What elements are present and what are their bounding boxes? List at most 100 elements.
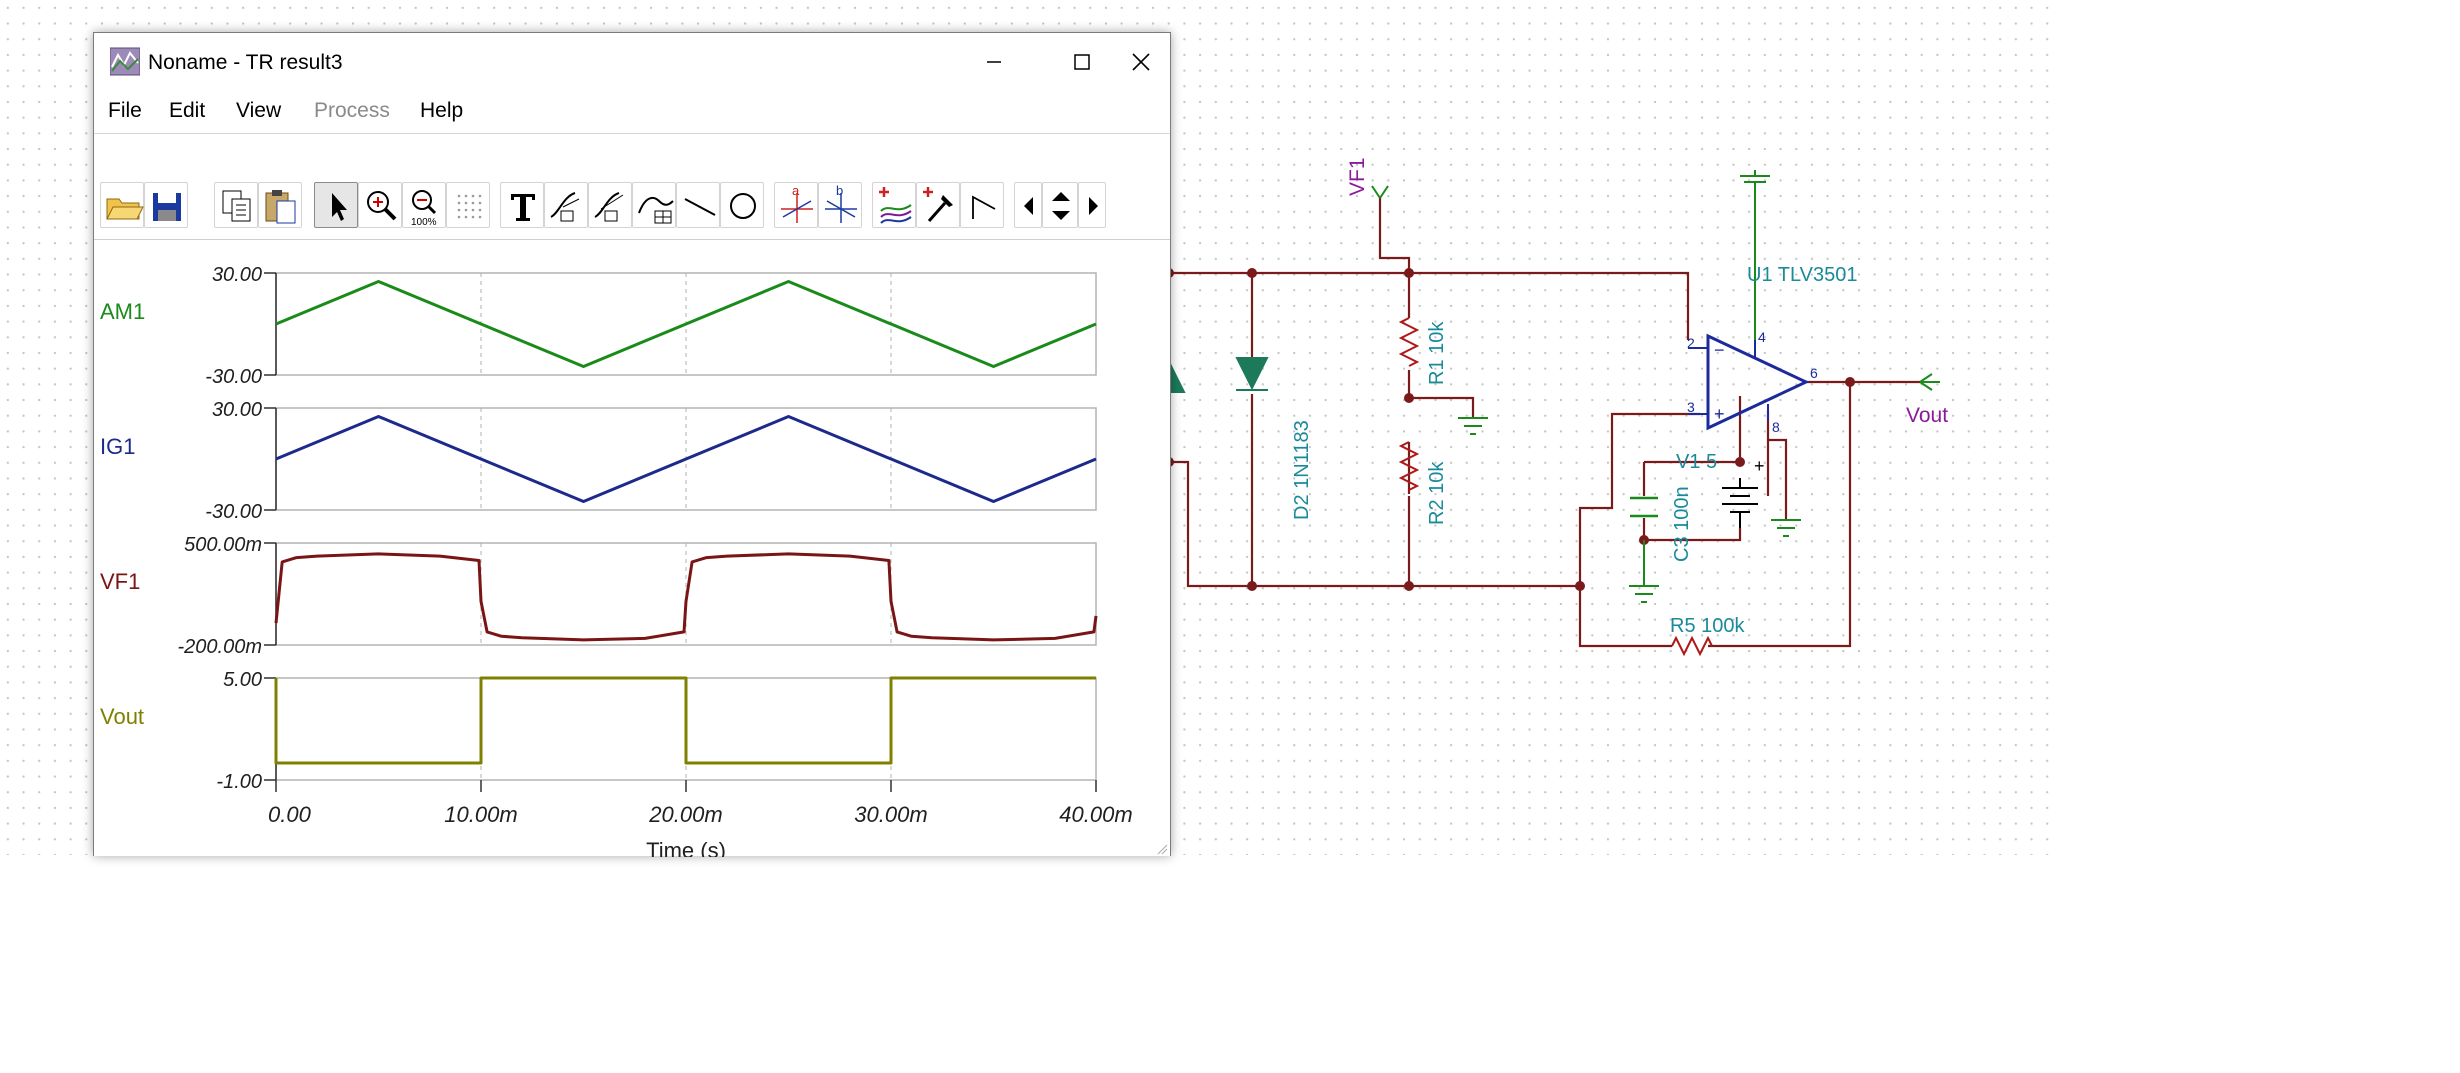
pin-6: 6 — [1810, 365, 1818, 381]
pin-3: 3 — [1687, 399, 1695, 415]
pick-curve-button[interactable] — [916, 182, 960, 228]
close-button[interactable] — [1126, 33, 1170, 91]
cursor-a-button[interactable]: a — [774, 182, 818, 228]
x-tick-label: 10.00m — [444, 802, 517, 827]
zoom-in-button[interactable] — [358, 182, 402, 228]
maximize-icon — [1074, 54, 1090, 70]
wire-vf1 — [1378, 198, 1411, 273]
curve-table-button[interactable] — [632, 182, 676, 228]
paste-button[interactable] — [258, 182, 302, 228]
menu-file[interactable]: File — [108, 99, 142, 122]
supply-top — [1740, 170, 1770, 340]
menu-process[interactable]: Process — [314, 99, 390, 122]
transient-plot: 30.00-30.00AM130.00-30.00IG1500.00m-200.… — [100, 264, 1133, 857]
text-icon — [511, 194, 535, 221]
zoom-100-button[interactable]: 100% — [402, 182, 446, 228]
wire-mid-ground — [1409, 396, 1475, 418]
ground-c3 — [1629, 540, 1659, 603]
c3-symbol — [1630, 496, 1658, 518]
resize-grip-icon[interactable] — [1156, 843, 1168, 855]
series-line-am1 — [275, 280, 1097, 368]
scroll-updown-icon — [1052, 192, 1070, 220]
pin-4: 4 — [1758, 329, 1766, 345]
y-tick-label: -1.00 — [216, 771, 262, 793]
text-button[interactable] — [500, 182, 544, 228]
label-r1: R1 10k — [1426, 321, 1448, 385]
pick-curve-icon — [923, 187, 953, 222]
wire-top-rail — [1169, 271, 1690, 340]
y-tick-label: 5.00 — [223, 669, 262, 691]
result-window: Noname - TR result3 File Edit View Proce… — [93, 32, 1171, 857]
curve-table-icon — [638, 196, 674, 224]
pointer-button[interactable] — [314, 182, 358, 228]
grid-button[interactable] — [446, 182, 490, 228]
grid-icon — [457, 194, 482, 219]
line-button[interactable] — [676, 182, 720, 228]
series-label-vf1: VF1 — [100, 569, 140, 594]
label-c3: C3 100n — [1671, 486, 1693, 562]
r5-symbol — [1671, 635, 1713, 657]
svg-text:100%: 100% — [411, 217, 437, 228]
wire-plus-input — [1578, 412, 1700, 586]
x-tick-label: 30.00m — [854, 802, 927, 827]
curve-label-button[interactable] — [544, 182, 588, 228]
scroll-left-icon — [1024, 197, 1033, 215]
plus-sign-v1: + — [1754, 456, 1765, 476]
label-r5: R5 100k — [1670, 615, 1745, 637]
add-curve-button[interactable] — [872, 182, 916, 228]
menu-edit[interactable]: Edit — [169, 99, 206, 122]
label-vf1: VF1 — [1346, 157, 1369, 196]
cursor-b-button[interactable]: b — [818, 182, 862, 228]
scroll-right-icon — [1089, 197, 1098, 215]
minus-sign: − — [1714, 340, 1725, 360]
scroll-right-button[interactable] — [1078, 182, 1106, 228]
y-tick-label: 30.00 — [212, 399, 262, 421]
svg-text:a: a — [792, 183, 800, 198]
zoom-in-icon — [367, 191, 397, 221]
save-button[interactable] — [144, 182, 188, 228]
y-tick-label: 30.00 — [212, 264, 262, 286]
maximize-button[interactable] — [1038, 33, 1126, 91]
zoom-100-icon: 100% — [411, 190, 437, 228]
r1-symbol — [1398, 317, 1420, 367]
circle-icon — [730, 193, 756, 219]
menu-help[interactable]: Help — [420, 99, 464, 122]
open-button[interactable] — [100, 182, 144, 228]
circle-button[interactable] — [720, 182, 764, 228]
y-tick-label: -200.00m — [178, 636, 263, 658]
minimize-button[interactable] — [950, 33, 1038, 91]
curve-label-2-button[interactable] — [588, 182, 632, 228]
open-icon — [106, 198, 144, 220]
opamp-u1 — [1688, 333, 1810, 431]
step-line-button[interactable] — [960, 182, 1004, 228]
scroll-updown-button[interactable] — [1042, 182, 1078, 228]
ground-v1 — [1771, 519, 1801, 537]
series-label-vout: Vout — [100, 704, 144, 729]
d2-symbol — [1235, 357, 1269, 391]
step-line-icon — [972, 195, 996, 219]
plus-sign: + — [1714, 404, 1725, 424]
copy-button[interactable] — [214, 182, 258, 228]
series-line-vf1 — [274, 552, 1098, 642]
curve-label-icon — [550, 192, 580, 222]
close-icon — [1132, 53, 1150, 71]
title-bar[interactable]: Noname - TR result3 — [94, 33, 1170, 91]
add-curve-icon — [879, 187, 912, 224]
label-v1: V1 5 — [1676, 451, 1717, 473]
menu-view[interactable]: View — [236, 99, 282, 122]
line-icon — [684, 198, 716, 216]
label-vout: Vout — [1906, 404, 1948, 427]
scroll-left-button[interactable] — [1014, 182, 1042, 228]
wire-output — [1578, 380, 1920, 648]
v1-symbol — [1722, 478, 1758, 528]
pin-2: 2 — [1687, 335, 1695, 351]
paste-icon — [265, 190, 296, 224]
x-axis-label: Time (s) — [646, 838, 726, 857]
toolbar: 100% a — [94, 133, 1170, 238]
toolbar-row: 100% a — [100, 182, 1166, 240]
left-diode-symbol — [1168, 361, 1186, 393]
x-tick-label: 0.00 — [268, 802, 312, 827]
y-tick-label: -30.00 — [205, 501, 262, 523]
x-tick-label: 40.00m — [1059, 802, 1132, 827]
